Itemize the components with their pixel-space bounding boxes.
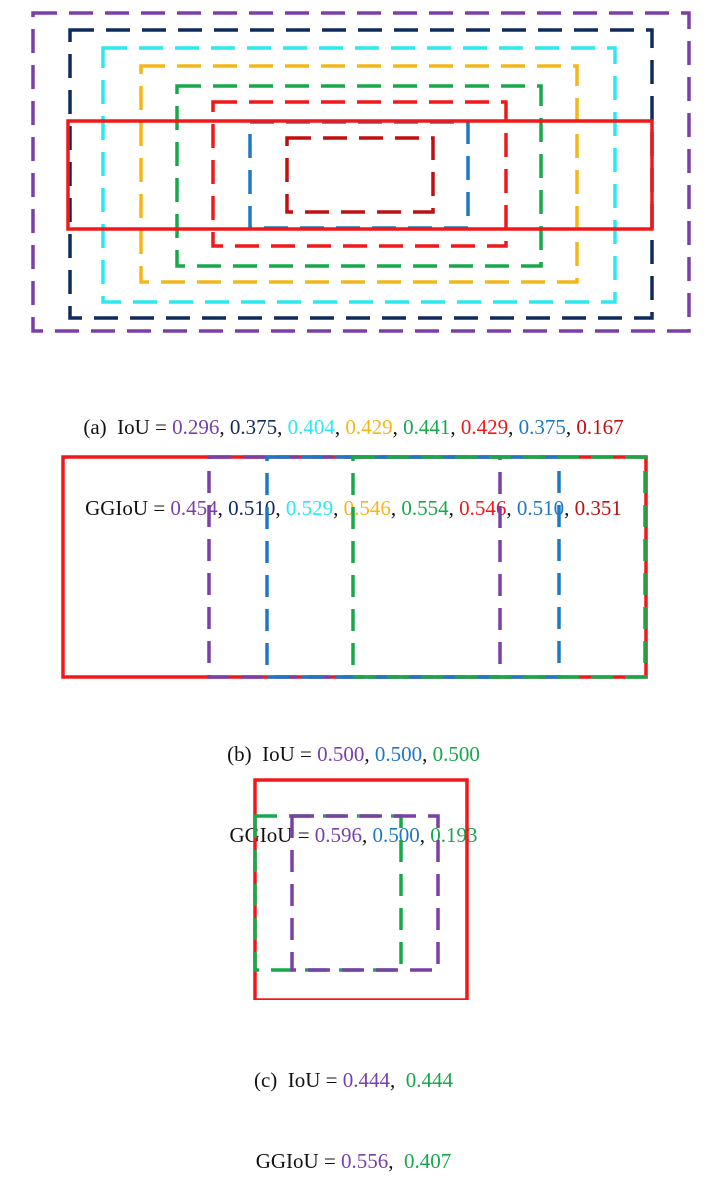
caption-separator: , (275, 496, 286, 520)
panel-c-caption: (c) IoU = 0.444, 0.444 GGIoU = 0.556, 0.… (0, 1013, 707, 1202)
panel-c-diagram (253, 778, 469, 1000)
box-red-dashed (211, 100, 508, 248)
panel-b-caption: (b) IoU = 0.500, 0.500, 0.500 GGIoU = 0.… (0, 687, 707, 876)
caption-separator: , (565, 415, 577, 439)
caption-label: (a) IoU = (83, 415, 173, 439)
box-purple (290, 814, 440, 972)
caption-value-cyan: 0.529 (285, 496, 334, 520)
box-purple (31, 11, 691, 333)
panel-c-iou-line: (c) IoU = 0.444, 0.444 (0, 1067, 707, 1094)
caption-value-green: 0.554 (401, 496, 449, 520)
caption-value-purple: 0.296 (172, 415, 220, 439)
caption-value-green: 0.407 (404, 1149, 452, 1173)
caption-label: GGIoU = (255, 1149, 342, 1173)
caption-separator: , (508, 415, 519, 439)
panel-b-diagram (61, 455, 648, 679)
caption-separator: , (334, 415, 346, 439)
caption-separator: , (419, 823, 431, 847)
box-green (175, 84, 543, 268)
caption-separator: , (564, 496, 575, 520)
caption-label: (c) IoU = (253, 1068, 343, 1092)
caption-value-cyan: 0.404 (287, 415, 335, 439)
box-cyan (101, 46, 617, 304)
panel-a-iou-line: (a) IoU = 0.296, 0.375, 0.404, 0.429, 0.… (0, 414, 707, 441)
caption-value-purple: 0.596 (314, 823, 363, 847)
caption-value-yellow: 0.429 (345, 415, 393, 439)
box-ground-truth-solid (253, 778, 469, 1000)
caption-separator: , (390, 496, 402, 520)
caption-value-purple: 0.500 (317, 742, 365, 766)
caption-separator: , (217, 496, 229, 520)
caption-value-navy: 0.375 (229, 415, 278, 439)
box-ground-truth-solid (66, 119, 654, 231)
caption-value-green: 0.444 (405, 1068, 454, 1092)
caption-value-green: 0.500 (432, 742, 480, 766)
panel-a-diagram (31, 11, 691, 333)
caption-separator: , (333, 496, 344, 520)
caption-label: GGIoU = (85, 496, 171, 520)
caption-value-purple: 0.556 (341, 1149, 389, 1173)
box-yellow (139, 64, 579, 284)
box-blue (265, 455, 561, 679)
caption-value-darkred: 0.167 (576, 415, 624, 439)
caption-separator: , (506, 496, 517, 520)
caption-value-blue: 0.375 (518, 415, 566, 439)
caption-value-purple: 0.444 (342, 1068, 391, 1092)
caption-separator: , (392, 415, 404, 439)
box-darkred (285, 136, 435, 214)
caption-separator: , (390, 1068, 406, 1092)
caption-separator: , (450, 415, 461, 439)
caption-value-red: 0.429 (460, 415, 509, 439)
caption-value-darkred: 0.351 (574, 496, 622, 520)
caption-value-green: 0.441 (403, 415, 451, 439)
caption-value-blue: 0.500 (372, 823, 420, 847)
caption-separator: , (219, 415, 230, 439)
caption-separator: , (362, 823, 373, 847)
caption-value-blue: 0.500 (374, 742, 423, 766)
caption-separator: , (422, 742, 433, 766)
caption-value-blue: 0.510 (516, 496, 565, 520)
caption-separator: , (364, 742, 375, 766)
caption-separator: , (448, 496, 460, 520)
panel-c-ggiou-line: GGIoU = 0.556, 0.407 (0, 1148, 707, 1175)
caption-label: GGIoU = (229, 823, 315, 847)
panel-b-ggiou-line: GGIoU = 0.596, 0.500, 0.193 (0, 822, 707, 849)
box-green (351, 455, 647, 679)
caption-separator: , (388, 1149, 405, 1173)
panel-b-iou-line: (b) IoU = 0.500, 0.500, 0.500 (0, 741, 707, 768)
box-navy (68, 28, 654, 320)
caption-label: (b) IoU = (227, 742, 318, 766)
box-green (253, 814, 403, 972)
caption-separator: , (277, 415, 288, 439)
